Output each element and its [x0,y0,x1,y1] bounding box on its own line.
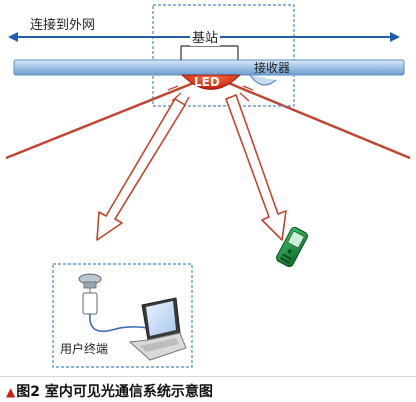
user-terminal-box [52,263,193,368]
led-label: LED [194,75,220,89]
mobile-phone-icon [276,226,308,268]
receiver-icon [249,74,277,86]
figure-caption: ▲图2 室内可见光通信系统示意图 [6,381,213,401]
usb-cable [89,313,149,333]
light-cone [5,80,411,160]
ceiling-rail [13,59,405,76]
base-station-label: 基站 [190,27,221,46]
user-terminal-label: 用户终端 [60,342,109,356]
network-label: 连接到外网 [30,18,96,33]
base-station-connector [180,45,239,60]
caption-divider [0,376,416,377]
laptop-icon [128,297,187,361]
detector-icon [78,273,102,315]
led-lamp [181,74,241,90]
caption-marker-icon: ▲ [6,385,16,399]
beam-arrow-to-phone [225,94,287,241]
receiver-label: 接收器 [254,61,291,75]
base-station-box [152,4,295,107]
beam-arrow-to-laptop [96,98,186,241]
caption-text: 图2 室内可见光通信系统示意图 [16,384,213,400]
